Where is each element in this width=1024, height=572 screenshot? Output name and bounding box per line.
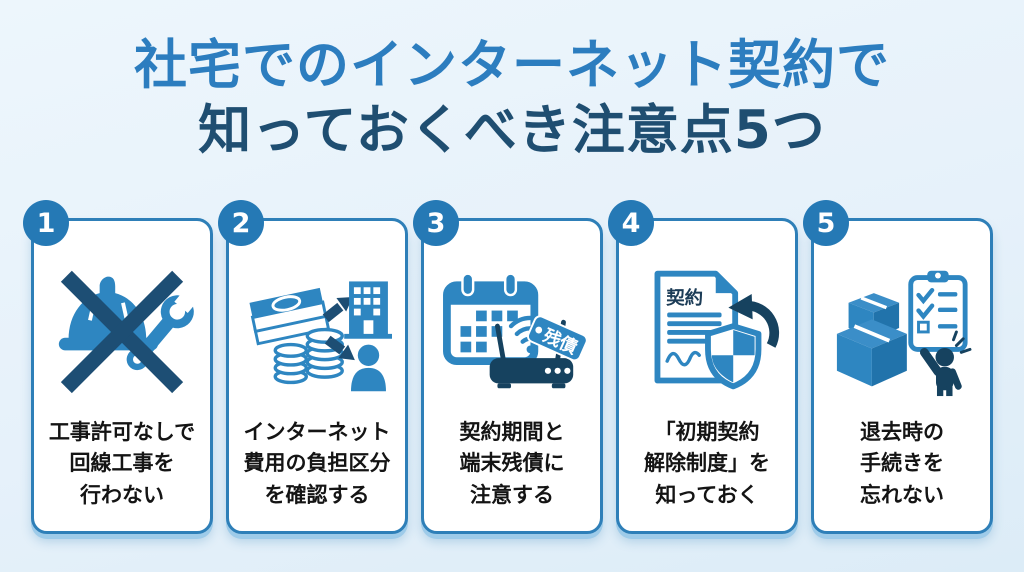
card-line: 退去時の xyxy=(860,419,944,444)
badge-number: 3 xyxy=(426,207,446,239)
card-move-out: 5 xyxy=(803,200,993,534)
card-text-3: 契約期間と 端末残債に 注意する xyxy=(456,417,569,532)
helmet-wrench-crossed-icon xyxy=(58,270,197,393)
card-line: 工事許可なしで xyxy=(48,419,196,444)
card-no-construction: 1 xyxy=(23,200,213,534)
money-building-person-icon xyxy=(249,281,392,391)
cost-share-icon xyxy=(242,221,392,417)
card-line: 行わない xyxy=(80,482,164,507)
card-text-1: 工事許可なしで 回線工事を 行わない xyxy=(45,417,199,532)
number-badge-2: 2 xyxy=(218,200,264,246)
calendar-router-tag-icon: 残債 xyxy=(443,272,587,389)
contract-label: 契約 xyxy=(665,287,703,309)
card-line: 注意する xyxy=(470,482,554,507)
number-badge-1: 1 xyxy=(23,200,69,246)
badge-number: 4 xyxy=(621,207,641,239)
card-line: 費用の負担区分 xyxy=(243,451,391,475)
number-badge-5: 5 xyxy=(803,200,849,246)
card-line: 回線工事を xyxy=(69,451,175,475)
card-line: 解除制度」を xyxy=(644,451,770,475)
card-line: インターネット xyxy=(243,419,391,444)
contract-period-icon: 残債 xyxy=(437,221,587,417)
contract-cancel-icon: 契約 xyxy=(632,221,782,417)
card-line: 知っておく xyxy=(655,482,759,507)
card-contract-period: 3 xyxy=(413,200,603,534)
move-out-icon xyxy=(827,221,977,417)
badge-number: 5 xyxy=(816,207,836,239)
card-contract-cancel: 4 契約 xyxy=(608,200,798,534)
title-line-2: 知っておくべき注意点5つ xyxy=(198,99,826,161)
boxes-checklist-person-icon xyxy=(836,270,972,396)
badge-number: 2 xyxy=(231,207,251,239)
card-line: 契約期間と xyxy=(459,419,565,444)
badge-number: 1 xyxy=(36,207,56,239)
cards-row: 1 xyxy=(0,200,1024,534)
no-construction-icon xyxy=(47,221,197,417)
card-text-2: インターネット 費用の負担区分 を確認する xyxy=(240,417,395,532)
card-line: 忘れない xyxy=(860,482,944,507)
card-text-4: 「初期契約 解除制度」を 知っておく xyxy=(640,417,774,532)
card-line: 手続きを xyxy=(860,451,944,475)
card-line: 「初期契約 xyxy=(654,419,760,444)
card-line: 端末残債に xyxy=(459,451,565,475)
card-cost-share: 2 xyxy=(218,200,408,534)
contract-shield-undo-icon: 契約 xyxy=(654,270,780,390)
number-badge-3: 3 xyxy=(413,200,459,246)
card-line: を確認する xyxy=(264,482,370,507)
number-badge-4: 4 xyxy=(608,200,654,246)
card-text-5: 退去時の 手続きを 忘れない xyxy=(856,417,948,532)
page-title: 社宅でのインターネット契約で 知っておくべき注意点5つ xyxy=(0,0,1024,163)
title-line-1: 社宅でのインターネット契約で xyxy=(134,35,890,96)
